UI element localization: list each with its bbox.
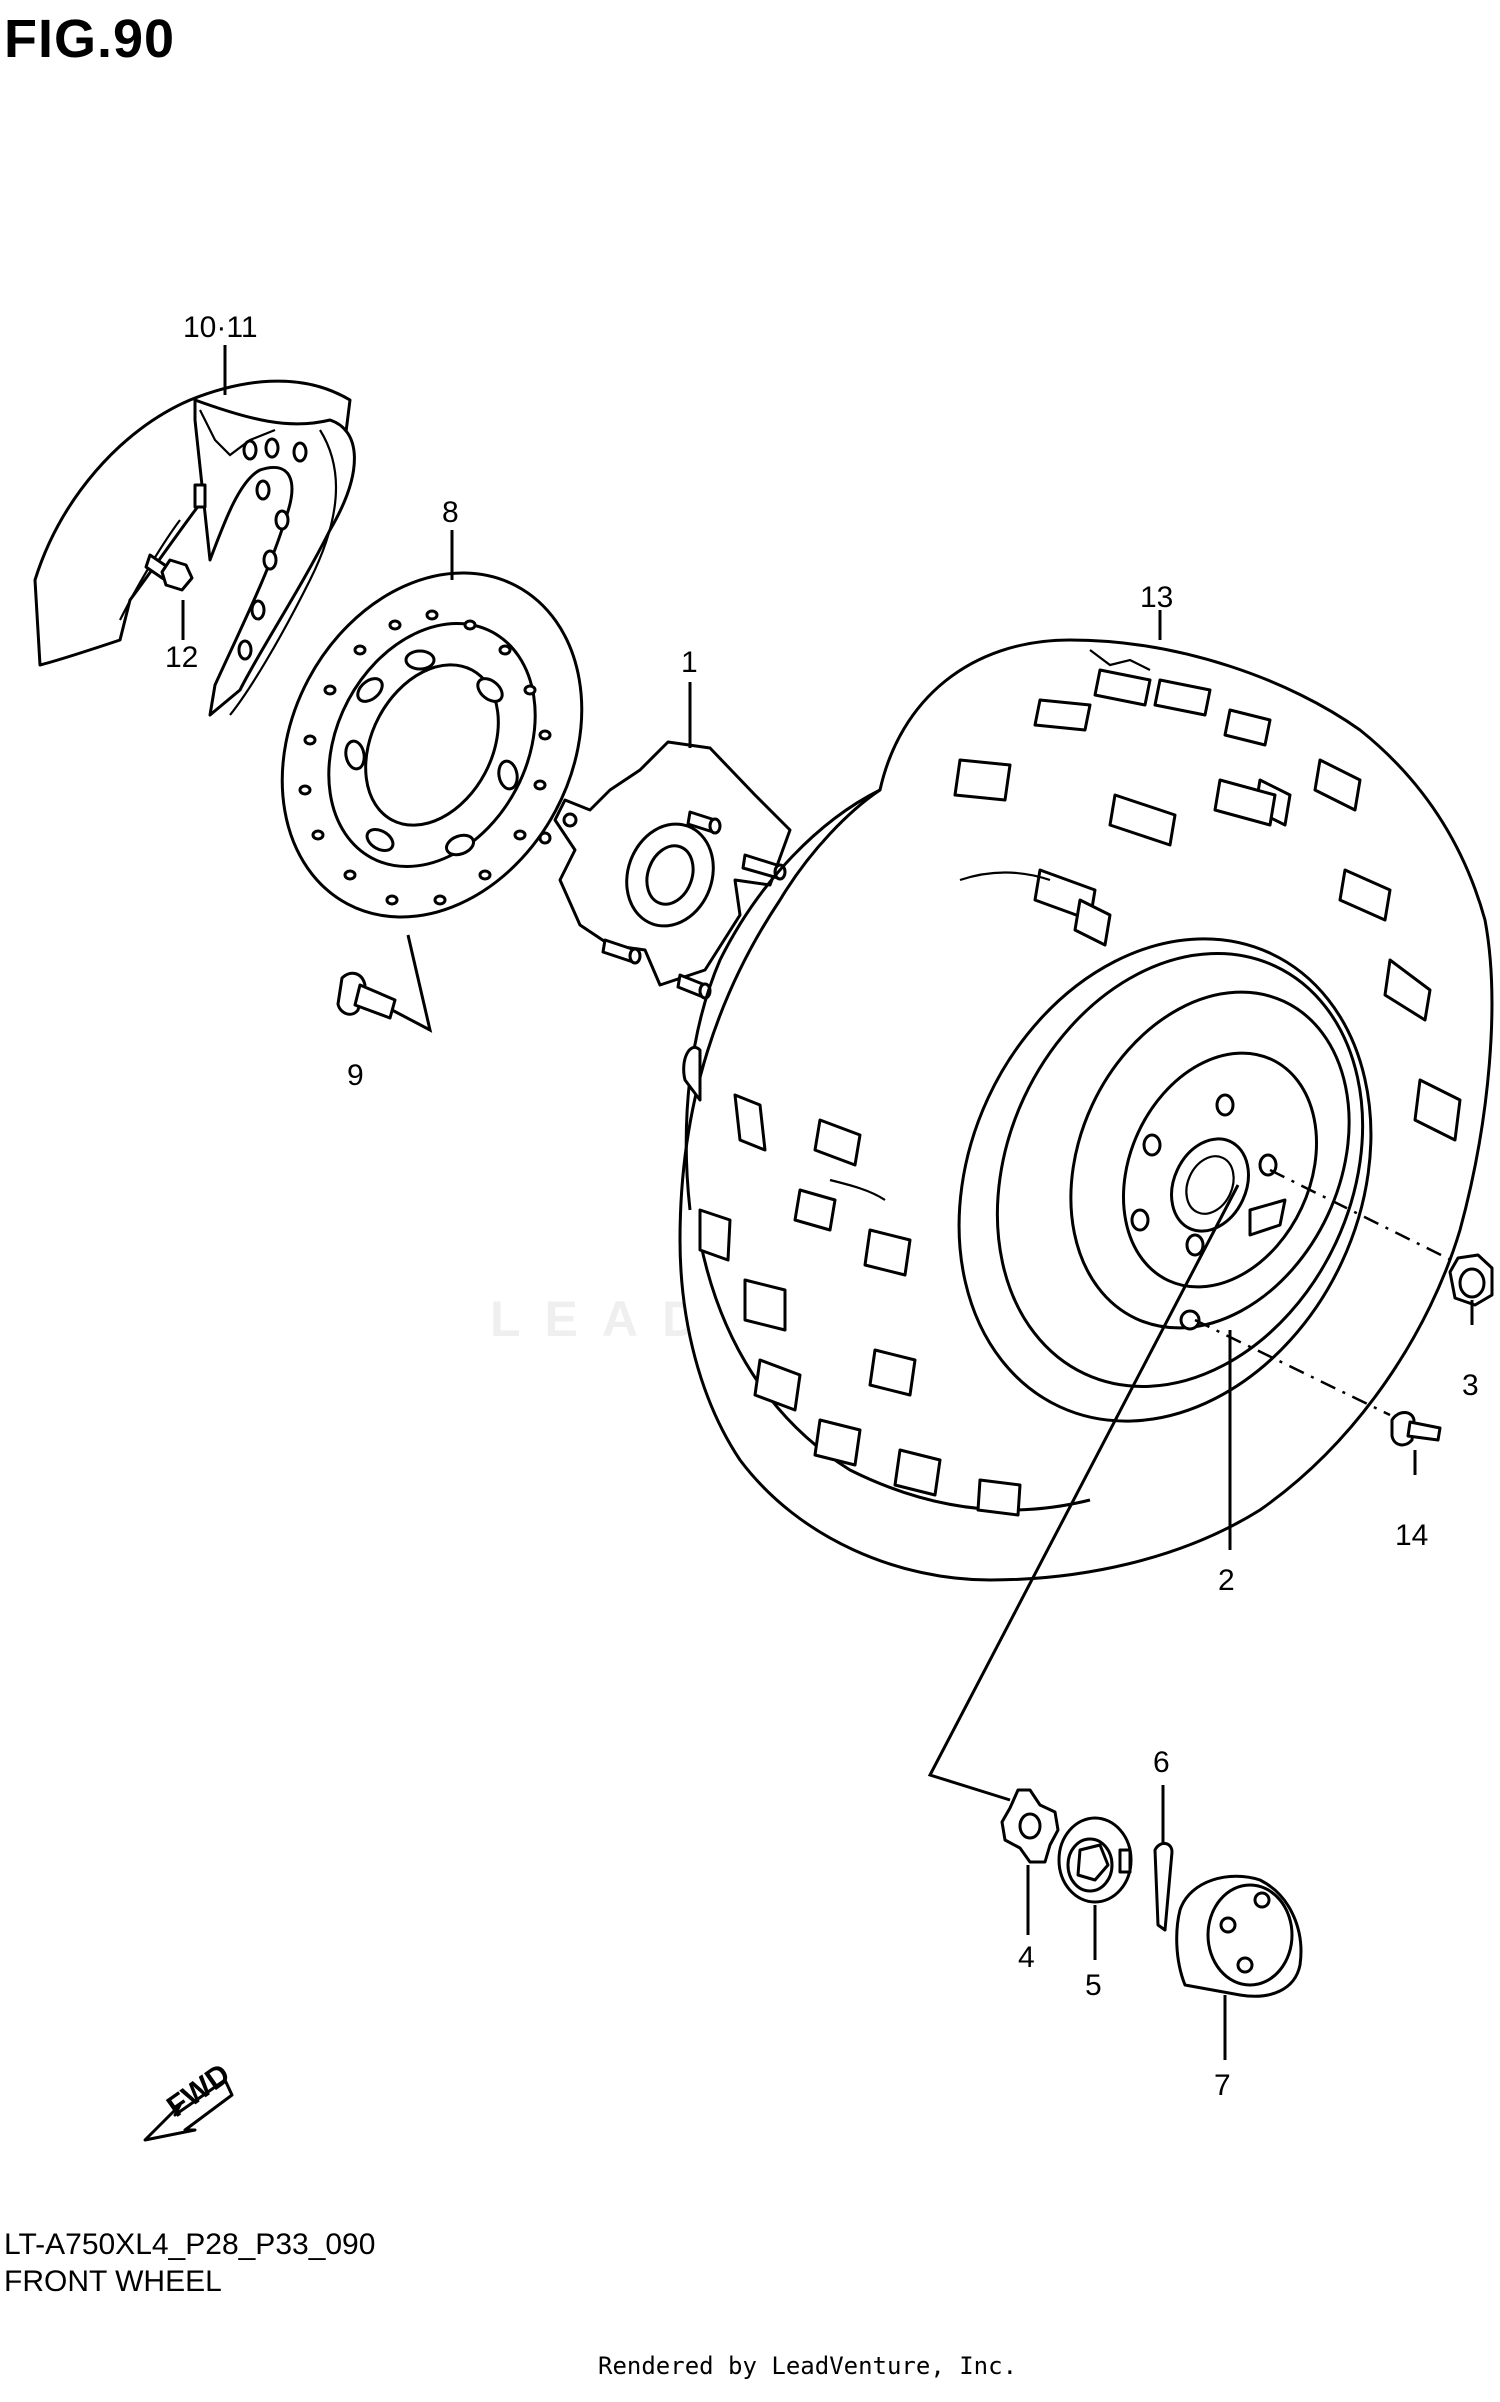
fwd-arrow-icon: FWD xyxy=(143,2058,236,2142)
callout-line-4-leader xyxy=(927,1184,1240,1802)
callout-3: 3 xyxy=(1462,1369,1479,1402)
bolt-12[interactable] xyxy=(144,553,194,640)
brake-disc[interactable] xyxy=(224,520,640,969)
callout-1: 1 xyxy=(681,646,698,679)
washer-4[interactable] xyxy=(1000,1788,1060,1935)
callout-8: 8 xyxy=(442,496,459,529)
callout-2: 2 xyxy=(1218,1564,1235,1597)
figure-title: FIG.90 xyxy=(4,9,176,69)
bolt-9[interactable] xyxy=(336,934,433,1033)
callout-4: 4 xyxy=(1018,1941,1035,1974)
cotter-pin-6[interactable] xyxy=(1153,1785,1174,1932)
render-credit: Rendered by LeadVenture, Inc. xyxy=(598,2352,1018,2380)
diagram-caption: FRONT WHEEL xyxy=(4,2265,222,2298)
wheel-hub[interactable] xyxy=(538,682,792,1000)
callout-9: 9 xyxy=(347,1059,364,1092)
nut-3[interactable] xyxy=(1269,1168,1494,1325)
callout-12: 12 xyxy=(165,641,198,674)
callout-14: 14 xyxy=(1395,1519,1428,1552)
hub-cap-7[interactable] xyxy=(1175,1874,1303,2060)
callout-13: 13 xyxy=(1140,581,1173,614)
callout-5: 5 xyxy=(1085,1969,1102,2002)
castle-nut-5[interactable] xyxy=(1057,1816,1133,1960)
tire[interactable] xyxy=(678,610,1494,1582)
valve-14[interactable] xyxy=(1194,1318,1442,1475)
callout-6: 6 xyxy=(1153,1746,1170,1779)
diagram-code: LT-A750XL4_P28_P33_090 xyxy=(4,2228,376,2261)
callout-10-11: 10·11 xyxy=(183,311,258,344)
callout-7: 7 xyxy=(1214,2069,1231,2102)
